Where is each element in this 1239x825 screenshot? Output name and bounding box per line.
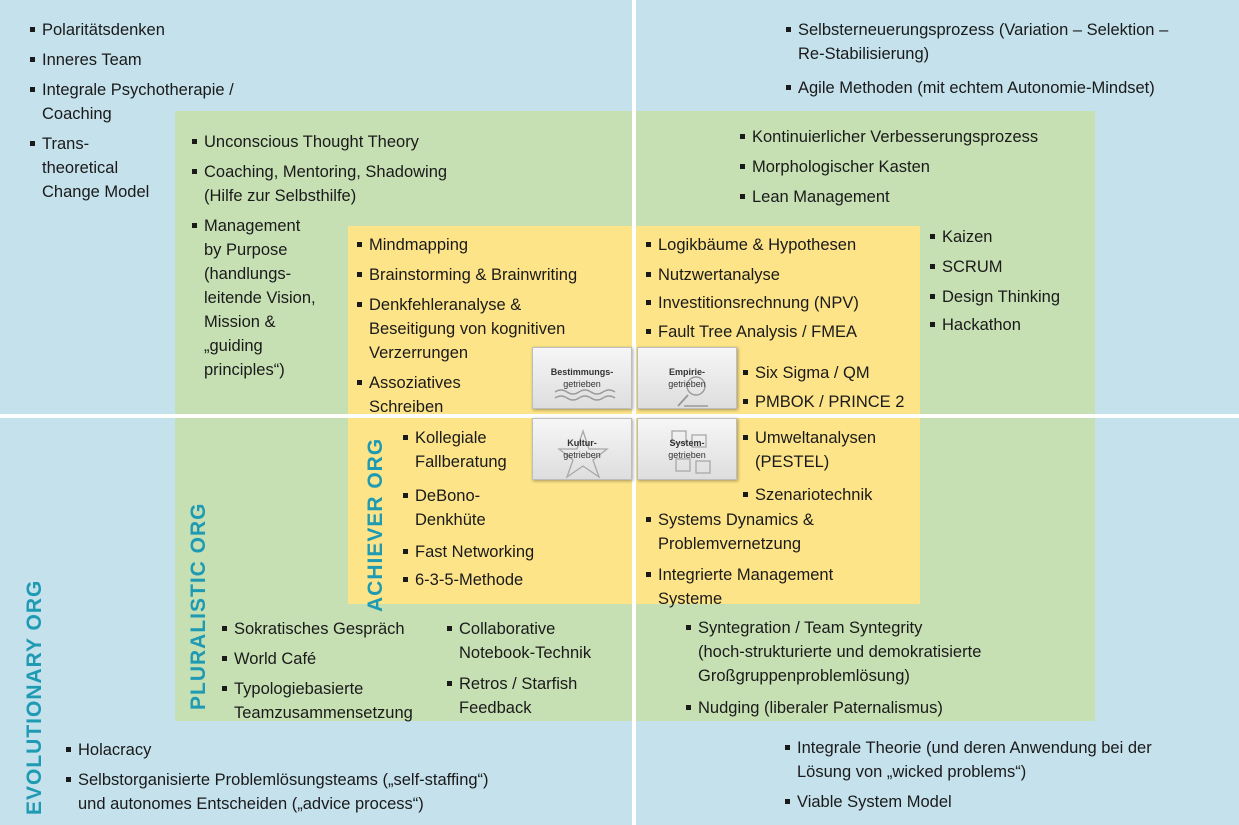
tile-empirie-line2: getrieben (668, 379, 706, 389)
item-denkfehleranalyse: Denkfehleranalyse &Beseitigung von kogni… (357, 293, 565, 365)
tile-bestimmung-line1: Bestimmungs- (550, 367, 614, 377)
item-design-thinking: Design Thinking (930, 285, 1060, 309)
tile-system-icon (671, 430, 711, 474)
item-fast-networking: Fast Networking (403, 540, 534, 564)
evolutionary-org-label: EVOLUTIONARY ORG (23, 579, 46, 815)
pluralistic-org-label: PLURALISTIC ORG (187, 502, 210, 711)
item-coaching-mentoring: Coaching, Mentoring, Shadowing(Hilfe zur… (192, 160, 447, 208)
item-635-methode: 6-3-5-Methode (403, 568, 523, 592)
item-brainstorming: Brainstorming & Brainwriting (357, 263, 577, 287)
item-selbstorganisierte-teams: Selbstorganisierte Problemlösungsteams (… (66, 768, 489, 816)
item-logikbaeume: Logikbäume & Hypothesen (646, 233, 856, 257)
item-hackathon: Hackathon (930, 313, 1021, 337)
item-mindmapping: Mindmapping (357, 233, 468, 257)
tile-kultur-line1: Kultur- (567, 438, 597, 448)
tile-empirie-icon (677, 376, 708, 407)
tile-kulturgetrieben: Kultur-getrieben (532, 418, 632, 480)
item-pmbok-prince2: PMBOK / PRINCE 2 (743, 390, 904, 414)
item-selbsterneuerungsprozess: Selbsterneuerungsprozess (Variation – Se… (786, 18, 1168, 66)
item-world-cafe: World Café (222, 647, 316, 671)
item-integrale-psychotherapie: Integrale Psychotherapie /Coaching (30, 78, 234, 126)
item-investitionsrechnung: Investitionsrechnung (NPV) (646, 291, 859, 315)
item-kaizen: Kaizen (930, 225, 992, 249)
item-syntegration: Syntegration / Team Syntegrity(hoch-stru… (686, 616, 981, 688)
tile-kultur-line2: getrieben (563, 450, 601, 460)
item-integrale-theorie: Integrale Theorie (und deren Anwendung b… (785, 736, 1152, 784)
item-umweltanalysen: Umweltanalysen(PESTEL) (743, 426, 876, 474)
tile-system-line1: System- (669, 438, 705, 448)
tile-kultur-icon (557, 428, 609, 479)
tile-bestimmung-line2: getrieben (563, 379, 601, 389)
item-systems-dynamics: Systems Dynamics &Problemvernetzung (646, 508, 814, 556)
tile-bestimmungsgetrieben: Bestimmungs-getrieben (532, 347, 632, 409)
tile-systemgetrieben: System-getrieben (637, 418, 737, 480)
item-lean-management: Lean Management (740, 185, 890, 209)
item-six-sigma: Six Sigma / QM (743, 361, 870, 385)
item-sokratisches-gespraech: Sokratisches Gespräch (222, 617, 405, 641)
item-polaritaetsdenken: Polaritätsdenken (30, 18, 165, 42)
horizontal-divider (0, 414, 1239, 418)
item-szenariotechnik: Szenariotechnik (743, 483, 872, 507)
item-scrum: SCRUM (930, 255, 1003, 279)
item-fault-tree-analysis: Fault Tree Analysis / FMEA (646, 320, 857, 344)
tile-empirie-line1: Empirie- (668, 367, 705, 377)
item-agile-methoden: Agile Methoden (mit echtem Autonomie-Min… (786, 76, 1155, 100)
item-debono-denkhuete: DeBono-Denkhüte (403, 484, 486, 532)
item-morphologischer-kasten: Morphologischer Kasten (740, 155, 930, 179)
tile-system-line2: getrieben (668, 450, 706, 460)
vertical-divider (632, 0, 636, 825)
tile-bestimmung-icon (554, 389, 616, 401)
item-unconscious-thought-theory: Unconscious Thought Theory (192, 130, 419, 154)
item-holacracy: Holacracy (66, 738, 151, 762)
item-nutzwertanalyse: Nutzwertanalyse (646, 263, 780, 287)
tile-empiriegetrieben: Empirie-getrieben (637, 347, 737, 409)
achiever-org-label: ACHIEVER ORG (364, 437, 387, 612)
item-inneres-team: Inneres Team (30, 48, 142, 72)
item-viable-system-model: Viable System Model (785, 790, 952, 814)
item-nudging: Nudging (liberaler Paternalismus) (686, 696, 943, 720)
item-kvp: Kontinuierlicher Verbesserungsprozess (740, 125, 1038, 149)
